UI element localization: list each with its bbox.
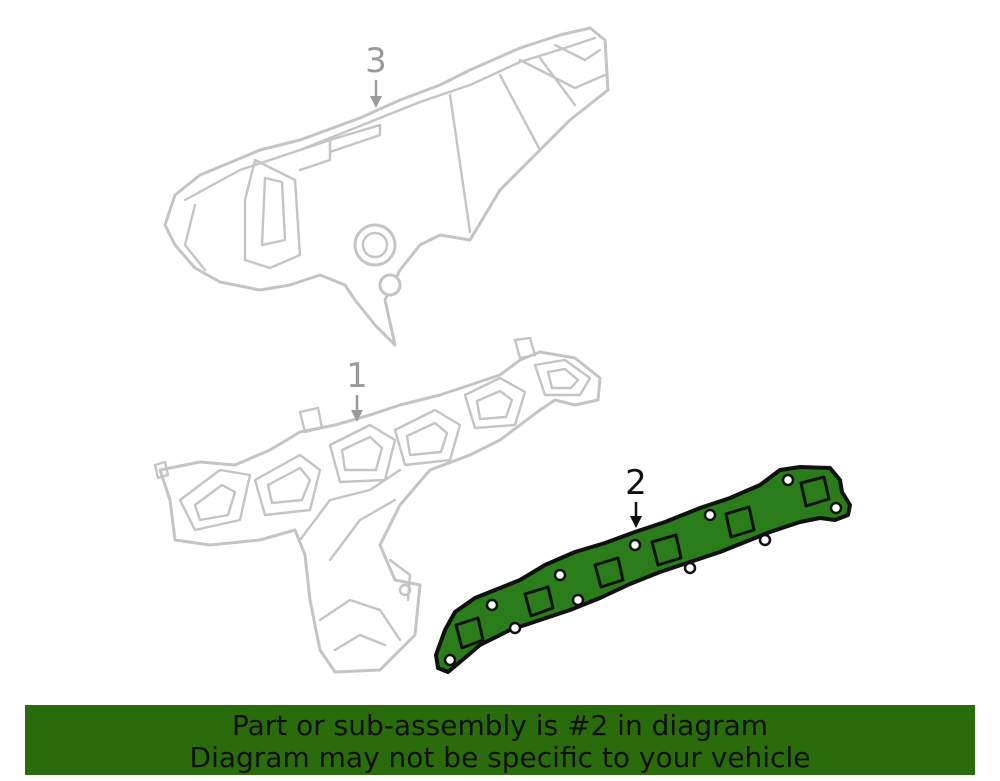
gasket-port-2	[523, 585, 555, 618]
gasket-port-1	[454, 616, 485, 650]
heat-shield-part-3[interactable]	[163, 26, 610, 347]
callout-3-leader	[370, 80, 382, 108]
callout-2-leader	[630, 502, 642, 528]
callout-1-label: 1	[346, 356, 368, 396]
banner-line-1: Part or sub-assembly is #2 in diagram	[231, 709, 769, 742]
gasket-port-6	[799, 475, 831, 508]
callout-1-leader	[351, 395, 363, 422]
parts-diagram: 3 1	[153, 26, 852, 674]
callout-2-label: 2	[625, 463, 647, 503]
info-banner: Part or sub-assembly is #2 in diagram Di…	[25, 705, 975, 775]
callout-3-label: 3	[365, 41, 387, 81]
gasket-port-3	[593, 556, 625, 589]
banner-line-2: Diagram may not be specific to your vehi…	[189, 741, 811, 774]
exhaust-manifold-gasket-part-2[interactable]	[434, 465, 852, 674]
exhaust-manifold-part-1[interactable]	[153, 336, 602, 674]
gasket-port-5	[724, 505, 756, 539]
gasket-port-4	[650, 533, 683, 567]
